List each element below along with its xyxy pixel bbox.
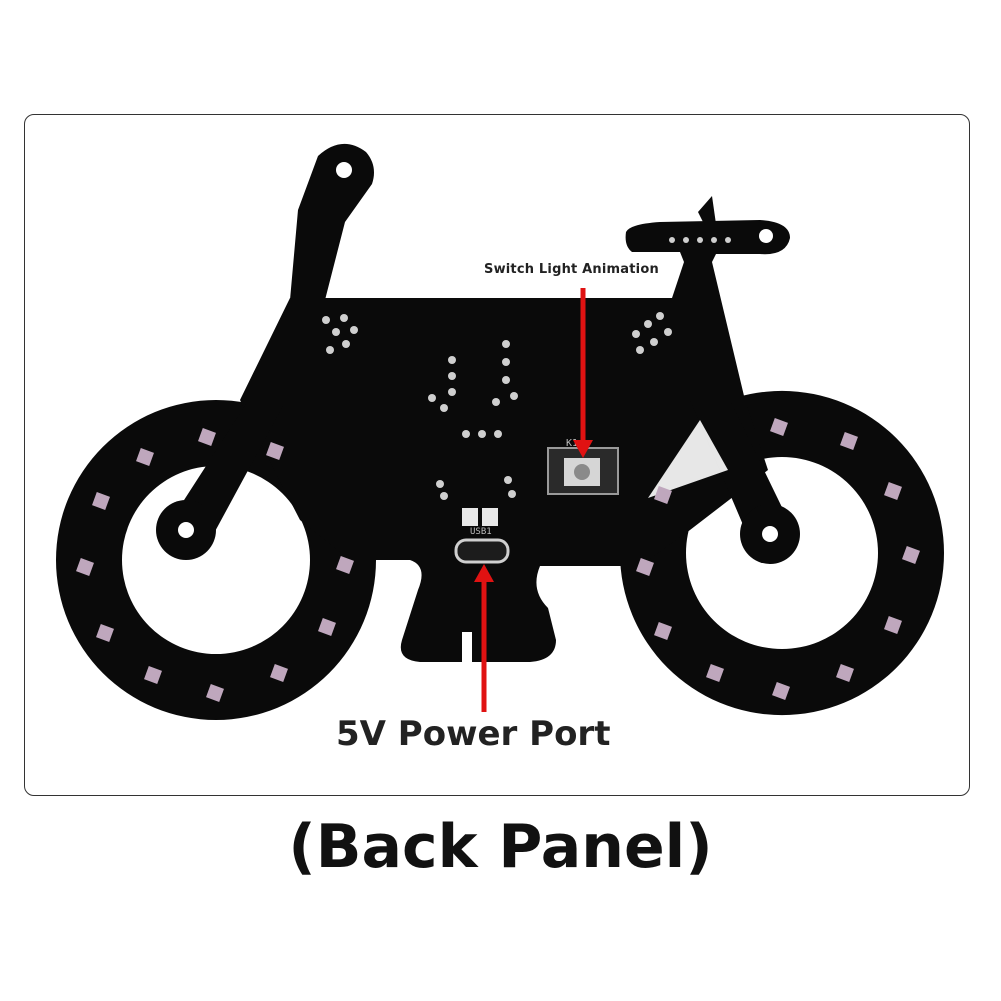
solder-pads xyxy=(322,237,731,500)
power-port-label: 5V Power Port xyxy=(336,714,611,754)
port-ref-text: USB1 xyxy=(470,527,492,537)
back-panel-caption: (Back Panel) xyxy=(288,812,713,882)
usb-pad-left xyxy=(462,508,478,526)
switch-light-animation-label: Switch Light Animation xyxy=(484,262,659,277)
seat-arm xyxy=(290,143,374,300)
rear-wheel-leds xyxy=(76,428,354,702)
power-arrow xyxy=(474,564,494,712)
button-ref-text: K1 xyxy=(566,438,578,449)
switch-arrow xyxy=(573,288,593,458)
handlebar xyxy=(625,220,790,262)
pcb-body xyxy=(240,262,768,662)
usb-c-port xyxy=(454,538,510,564)
usb-pad-right xyxy=(482,508,498,526)
front-wheel-leds xyxy=(636,418,920,700)
